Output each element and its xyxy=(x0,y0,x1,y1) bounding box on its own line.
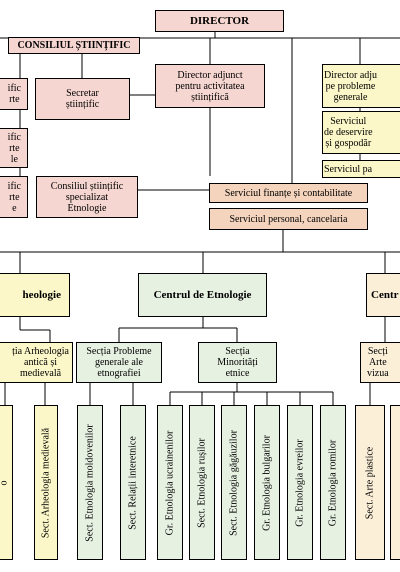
unit-medieval-archaeology-label: Sect. Arheologia medievală xyxy=(40,427,52,538)
center-archaeology-box: heologie xyxy=(0,273,70,317)
unit-gagauz-ethnology: Sect. Etnologia găgăuzilor xyxy=(221,405,247,560)
unit-left-partial: o xyxy=(0,405,13,560)
scientific-secretary-box: Secretar științific xyxy=(35,78,130,120)
unit-bulgarian-ethnology: Gr. Etnologia bulgarilor xyxy=(254,405,280,560)
unit-jewish-ethnology: Gr. Etnologia evreilor xyxy=(287,405,313,560)
left-cut-box-2: ific rte le xyxy=(0,128,28,168)
center-arts-box: Centr xyxy=(366,273,400,317)
unit-bulgarian-ethnology-label: Gr. Etnologia bulgarilor xyxy=(261,434,273,531)
unit-left-partial-label: o xyxy=(0,480,10,485)
unit-moldovan-ethnology-label: Sect. Etnologia moldovenilor xyxy=(84,423,96,542)
section-minorities-box: Secția Minorități etnice xyxy=(198,342,277,383)
specialized-council-box: Consiliul științific specializat Etnolog… xyxy=(36,176,138,218)
director-box: DIRECTOR xyxy=(155,10,284,32)
deputy-director-science-box: Director adjunct pentru activitatea știi… xyxy=(155,64,265,108)
unit-russian-ethnology-label: Sect. Etnologia rușilor xyxy=(196,437,208,528)
left-cut-box-3: ific rte e xyxy=(0,176,28,218)
left-cut-box-1: ific rte xyxy=(0,78,28,110)
section-ancient-archaeology-box: ția Arheologia antică și medievală xyxy=(0,342,73,383)
finance-service-box: Serviciul finanțe și contabilitate xyxy=(209,183,368,203)
unit-gagauz-ethnology-label: Sect. Etnologia găgăuzilor xyxy=(228,429,240,536)
section-general-ethnography-box: Secția Probleme generale ale etnografiei xyxy=(76,342,162,383)
service-maintenance-box: Serviciul de deservire și gospodăr xyxy=(322,111,400,154)
center-ethnology-box: Centrul de Etnologie xyxy=(138,273,267,317)
unit-interethnic-relations-label: Sect. Relații interetnice xyxy=(127,435,139,530)
scientific-council-box: CONSILIUL ȘTIINȚIFIC xyxy=(8,37,140,54)
unit-medieval-archaeology: Sect. Arheologia medievală xyxy=(34,405,58,560)
unit-russian-ethnology: Sect. Etnologia rușilor xyxy=(189,405,215,560)
unit-roma-ethnology: Gr. Etnologia romilor xyxy=(320,405,346,560)
section-visual-arts-box: Secți Arte vizua xyxy=(360,342,400,383)
unit-ukrainian-ethnology: Gr. Etnologia ucrainenilor xyxy=(157,405,183,560)
unit-plastic-arts: Sect. Arte plastice xyxy=(355,405,385,560)
service-pa-box: Serviciul pa xyxy=(322,160,400,178)
unit-interethnic-relations: Sect. Relații interetnice xyxy=(120,405,146,560)
unit-moldovan-ethnology: Sect. Etnologia moldovenilor xyxy=(77,405,103,560)
unit-jewish-ethnology-label: Gr. Etnologia evreilor xyxy=(294,438,306,527)
unit-right-partial xyxy=(390,405,400,560)
unit-ukrainian-ethnology-label: Gr. Etnologia ucrainenilor xyxy=(164,430,176,535)
unit-roma-ethnology-label: Gr. Etnologia romilor xyxy=(327,439,339,526)
unit-plastic-arts-label: Sect. Arte plastice xyxy=(364,446,376,519)
deputy-director-general-box: Director adju pe probleme generale xyxy=(322,64,400,108)
personnel-service-box: Serviciul personal, cancelaria xyxy=(209,208,368,230)
